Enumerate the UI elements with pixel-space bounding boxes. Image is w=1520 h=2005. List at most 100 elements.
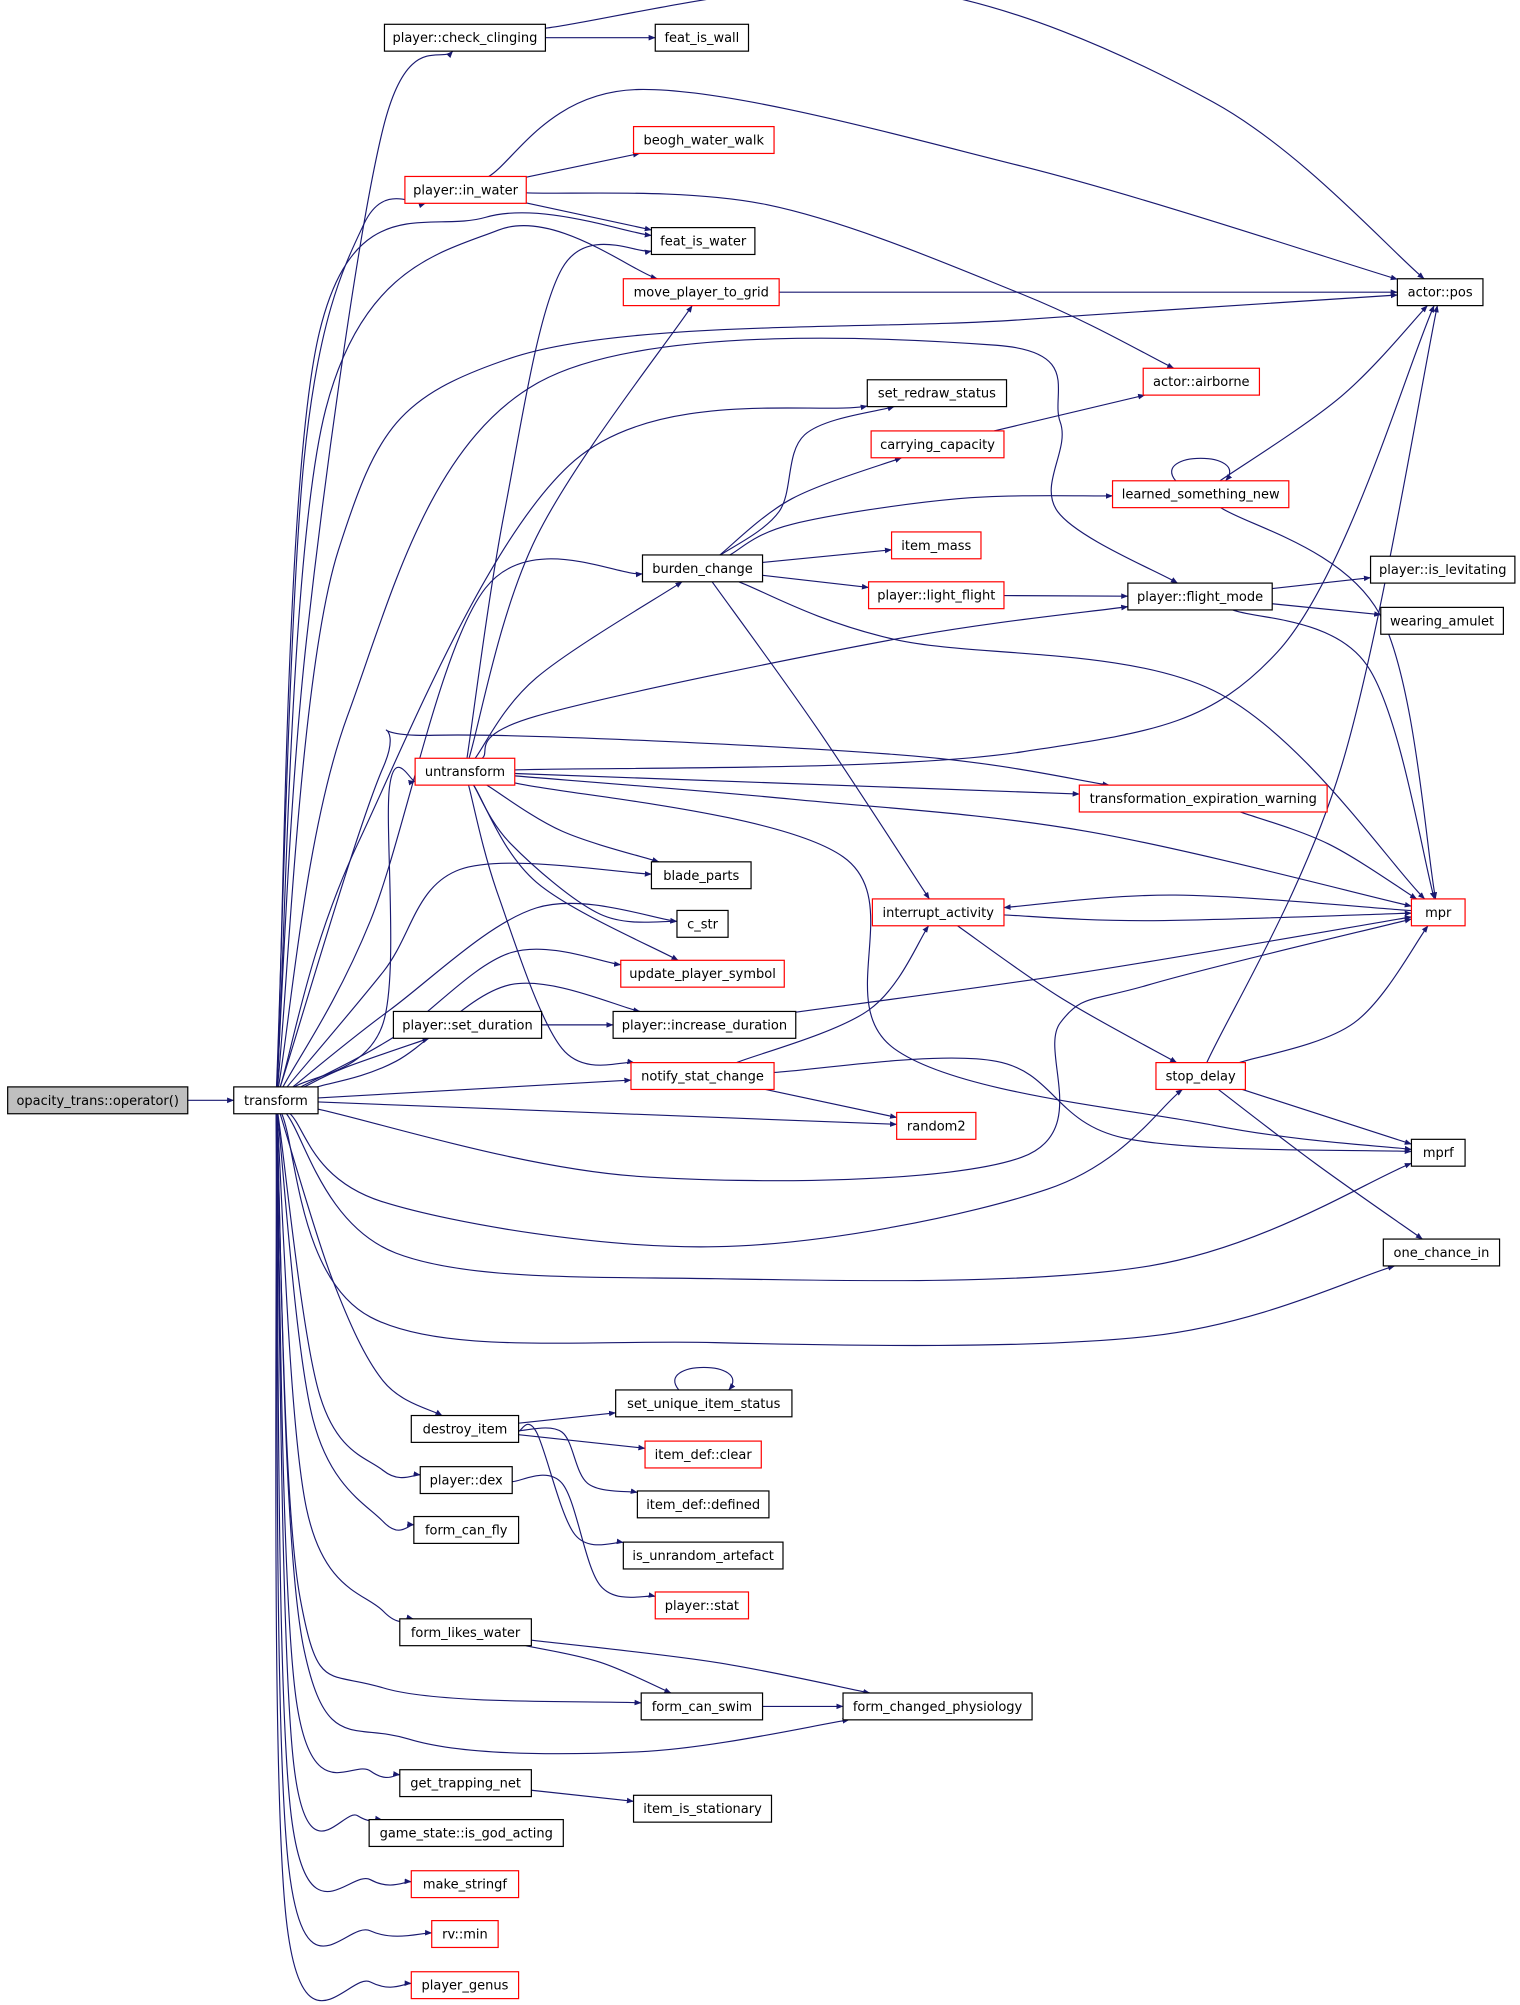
node-learned[interactable]: learned_something_new: [1111, 480, 1290, 509]
node-get-trapping[interactable]: get_trapping_net: [399, 1769, 532, 1798]
node-god-acting[interactable]: game_state::is_god_acting: [368, 1818, 564, 1848]
node-box: [636, 1490, 770, 1519]
edge-stop-delay-to-actor-pos: [1206, 305, 1439, 1063]
node-box: [410, 1414, 520, 1443]
node-label: set_redraw_status: [878, 387, 996, 402]
node-update-symbol[interactable]: update_player_symbol: [620, 959, 785, 988]
node-box: [399, 1769, 532, 1798]
node-form-changed[interactable]: form_changed_physiology: [842, 1692, 1033, 1721]
node-label: is_unrandom_artefact: [632, 1549, 773, 1564]
node-c-str[interactable]: c_str: [676, 909, 729, 938]
edge-untransform-to-move-player: [468, 305, 693, 759]
node-item-clear[interactable]: item_def::clear: [644, 1440, 762, 1469]
node-player-stat[interactable]: player::stat: [654, 1591, 750, 1620]
edge-transform-to-move-player: [276, 225, 658, 1087]
node-label: transform: [244, 1094, 308, 1109]
node-box: [632, 125, 775, 155]
node-feat-is-wall[interactable]: feat_is_wall: [654, 23, 750, 52]
edge-in-water-to-feat-is-water: [526, 202, 652, 232]
node-burden[interactable]: burden_change: [641, 554, 764, 583]
edge-flight-mode-to-is-levitating: [1272, 575, 1371, 590]
node-item-stationary[interactable]: item_is_stationary: [632, 1794, 773, 1823]
node-feat-is-water[interactable]: feat_is_water: [650, 227, 756, 256]
node-box: [1127, 582, 1273, 611]
node-label: feat_is_wall: [664, 31, 739, 46]
node-item-mass[interactable]: item_mass: [890, 531, 982, 560]
node-actor-pos[interactable]: actor::pos: [1396, 278, 1484, 307]
node-label: player::flight_mode: [1137, 590, 1263, 605]
node-form-can-fly[interactable]: form_can_fly: [413, 1515, 520, 1544]
node-rv-min[interactable]: rv::min: [431, 1920, 499, 1949]
node-set-duration[interactable]: player::set_duration: [392, 1010, 543, 1039]
node-label: player_genus: [422, 1979, 509, 1994]
node-box: [867, 581, 1005, 610]
node-box: [640, 1692, 764, 1721]
node-box: [1369, 555, 1516, 584]
node-label: interrupt_activity: [882, 906, 994, 921]
node-box: [431, 1920, 499, 1949]
node-label: update_player_symbol: [629, 967, 776, 982]
node-flight-mode[interactable]: player::flight_mode: [1127, 582, 1273, 611]
node-transform[interactable]: transform: [233, 1086, 319, 1115]
edge-untransform-to-mprf: [514, 782, 1412, 1152]
node-interrupt[interactable]: interrupt_activity: [871, 898, 1005, 927]
node-set-redraw[interactable]: set_redraw_status: [866, 379, 1008, 408]
node-light-flight[interactable]: player::light_flight: [867, 581, 1005, 610]
edge-transform-to-actor-pos: [276, 292, 1398, 1087]
node-label: actor::airborne: [1153, 375, 1250, 390]
edge-burden-to-learned: [729, 493, 1113, 556]
node-item-defined[interactable]: item_def::defined: [636, 1490, 770, 1519]
node-box: [612, 1010, 797, 1039]
edge-transform-to-form-likes-water: [276, 1113, 414, 1622]
edge-burden-to-set-redraw: [720, 405, 895, 556]
node-box: [1155, 1061, 1246, 1091]
edge-destroy-item-to-is-unrandom: [518, 1423, 624, 1546]
node-mpr[interactable]: mpr: [1410, 898, 1466, 927]
node-set-unique[interactable]: set_unique_item_status: [615, 1389, 793, 1418]
node-label: get_trapping_net: [410, 1777, 521, 1792]
node-player-dex[interactable]: player::dex: [419, 1466, 513, 1495]
node-box: [644, 1440, 762, 1469]
node-label: learned_something_new: [1122, 488, 1280, 503]
node-player-genus[interactable]: player_genus: [410, 1971, 520, 2000]
node-box: [233, 1086, 319, 1115]
edge-transform-to-player-dex: [277, 1113, 421, 1479]
node-one-chance[interactable]: one_chance_in: [1382, 1238, 1501, 1267]
node-wearing-amulet[interactable]: wearing_amulet: [1380, 606, 1504, 635]
node-stop-delay[interactable]: stop_delay: [1155, 1061, 1246, 1091]
edge-destroy-item-to-set-unique: [518, 1410, 617, 1424]
node-opacity[interactable]: opacity_trans::operator(): [7, 1086, 189, 1115]
edge-mpr-to-interrupt: [1003, 894, 1412, 912]
edge-transform-to-untransform: [294, 766, 416, 1088]
node-untransform[interactable]: untransform: [414, 757, 516, 786]
node-mprf[interactable]: mprf: [1410, 1138, 1466, 1167]
edge-untransform-to-c-str: [473, 784, 678, 924]
node-is-levitating[interactable]: player::is_levitating: [1369, 555, 1516, 584]
edge-in-water-to-airborne: [526, 192, 1175, 369]
node-make-stringf[interactable]: make_stringf: [410, 1870, 520, 1899]
node-box: [1410, 898, 1466, 927]
node-blade-parts[interactable]: blade_parts: [650, 861, 752, 890]
node-form-likes-water[interactable]: form_likes_water: [399, 1618, 532, 1647]
node-notify-stat[interactable]: notify_stat_change: [630, 1061, 775, 1091]
node-destroy-item[interactable]: destroy_item: [410, 1414, 520, 1443]
node-label: move_player_to_grid: [634, 286, 769, 301]
node-check-clinging[interactable]: player::check_clinging: [383, 23, 547, 52]
node-is-unrandom[interactable]: is_unrandom_artefact: [622, 1541, 784, 1570]
edge-untransform-to-mpr: [514, 775, 1412, 908]
edge-increase-duration-to-mpr: [795, 915, 1412, 1013]
node-in-water[interactable]: player::in_water: [404, 175, 527, 204]
node-airborne[interactable]: actor::airborne: [1142, 367, 1261, 396]
node-carrying[interactable]: carrying_capacity: [870, 430, 1005, 459]
node-form-can-swim[interactable]: form_can_swim: [640, 1692, 764, 1721]
edge-learned-to-actor-pos: [1219, 305, 1428, 482]
edge-transform-to-feat-is-water: [276, 212, 652, 1087]
edge-notify-stat-to-random2: [765, 1088, 898, 1119]
node-label: form_likes_water: [411, 1626, 521, 1641]
edge-untransform-to-notify-stat: [467, 784, 635, 1066]
node-random2[interactable]: random2: [896, 1111, 977, 1140]
node-increase-duration[interactable]: player::increase_duration: [612, 1010, 797, 1039]
node-beogh[interactable]: beogh_water_walk: [632, 125, 775, 155]
node-move-player[interactable]: move_player_to_grid: [622, 278, 780, 307]
node-trans-exp[interactable]: transformation_expiration_warning: [1078, 784, 1328, 813]
